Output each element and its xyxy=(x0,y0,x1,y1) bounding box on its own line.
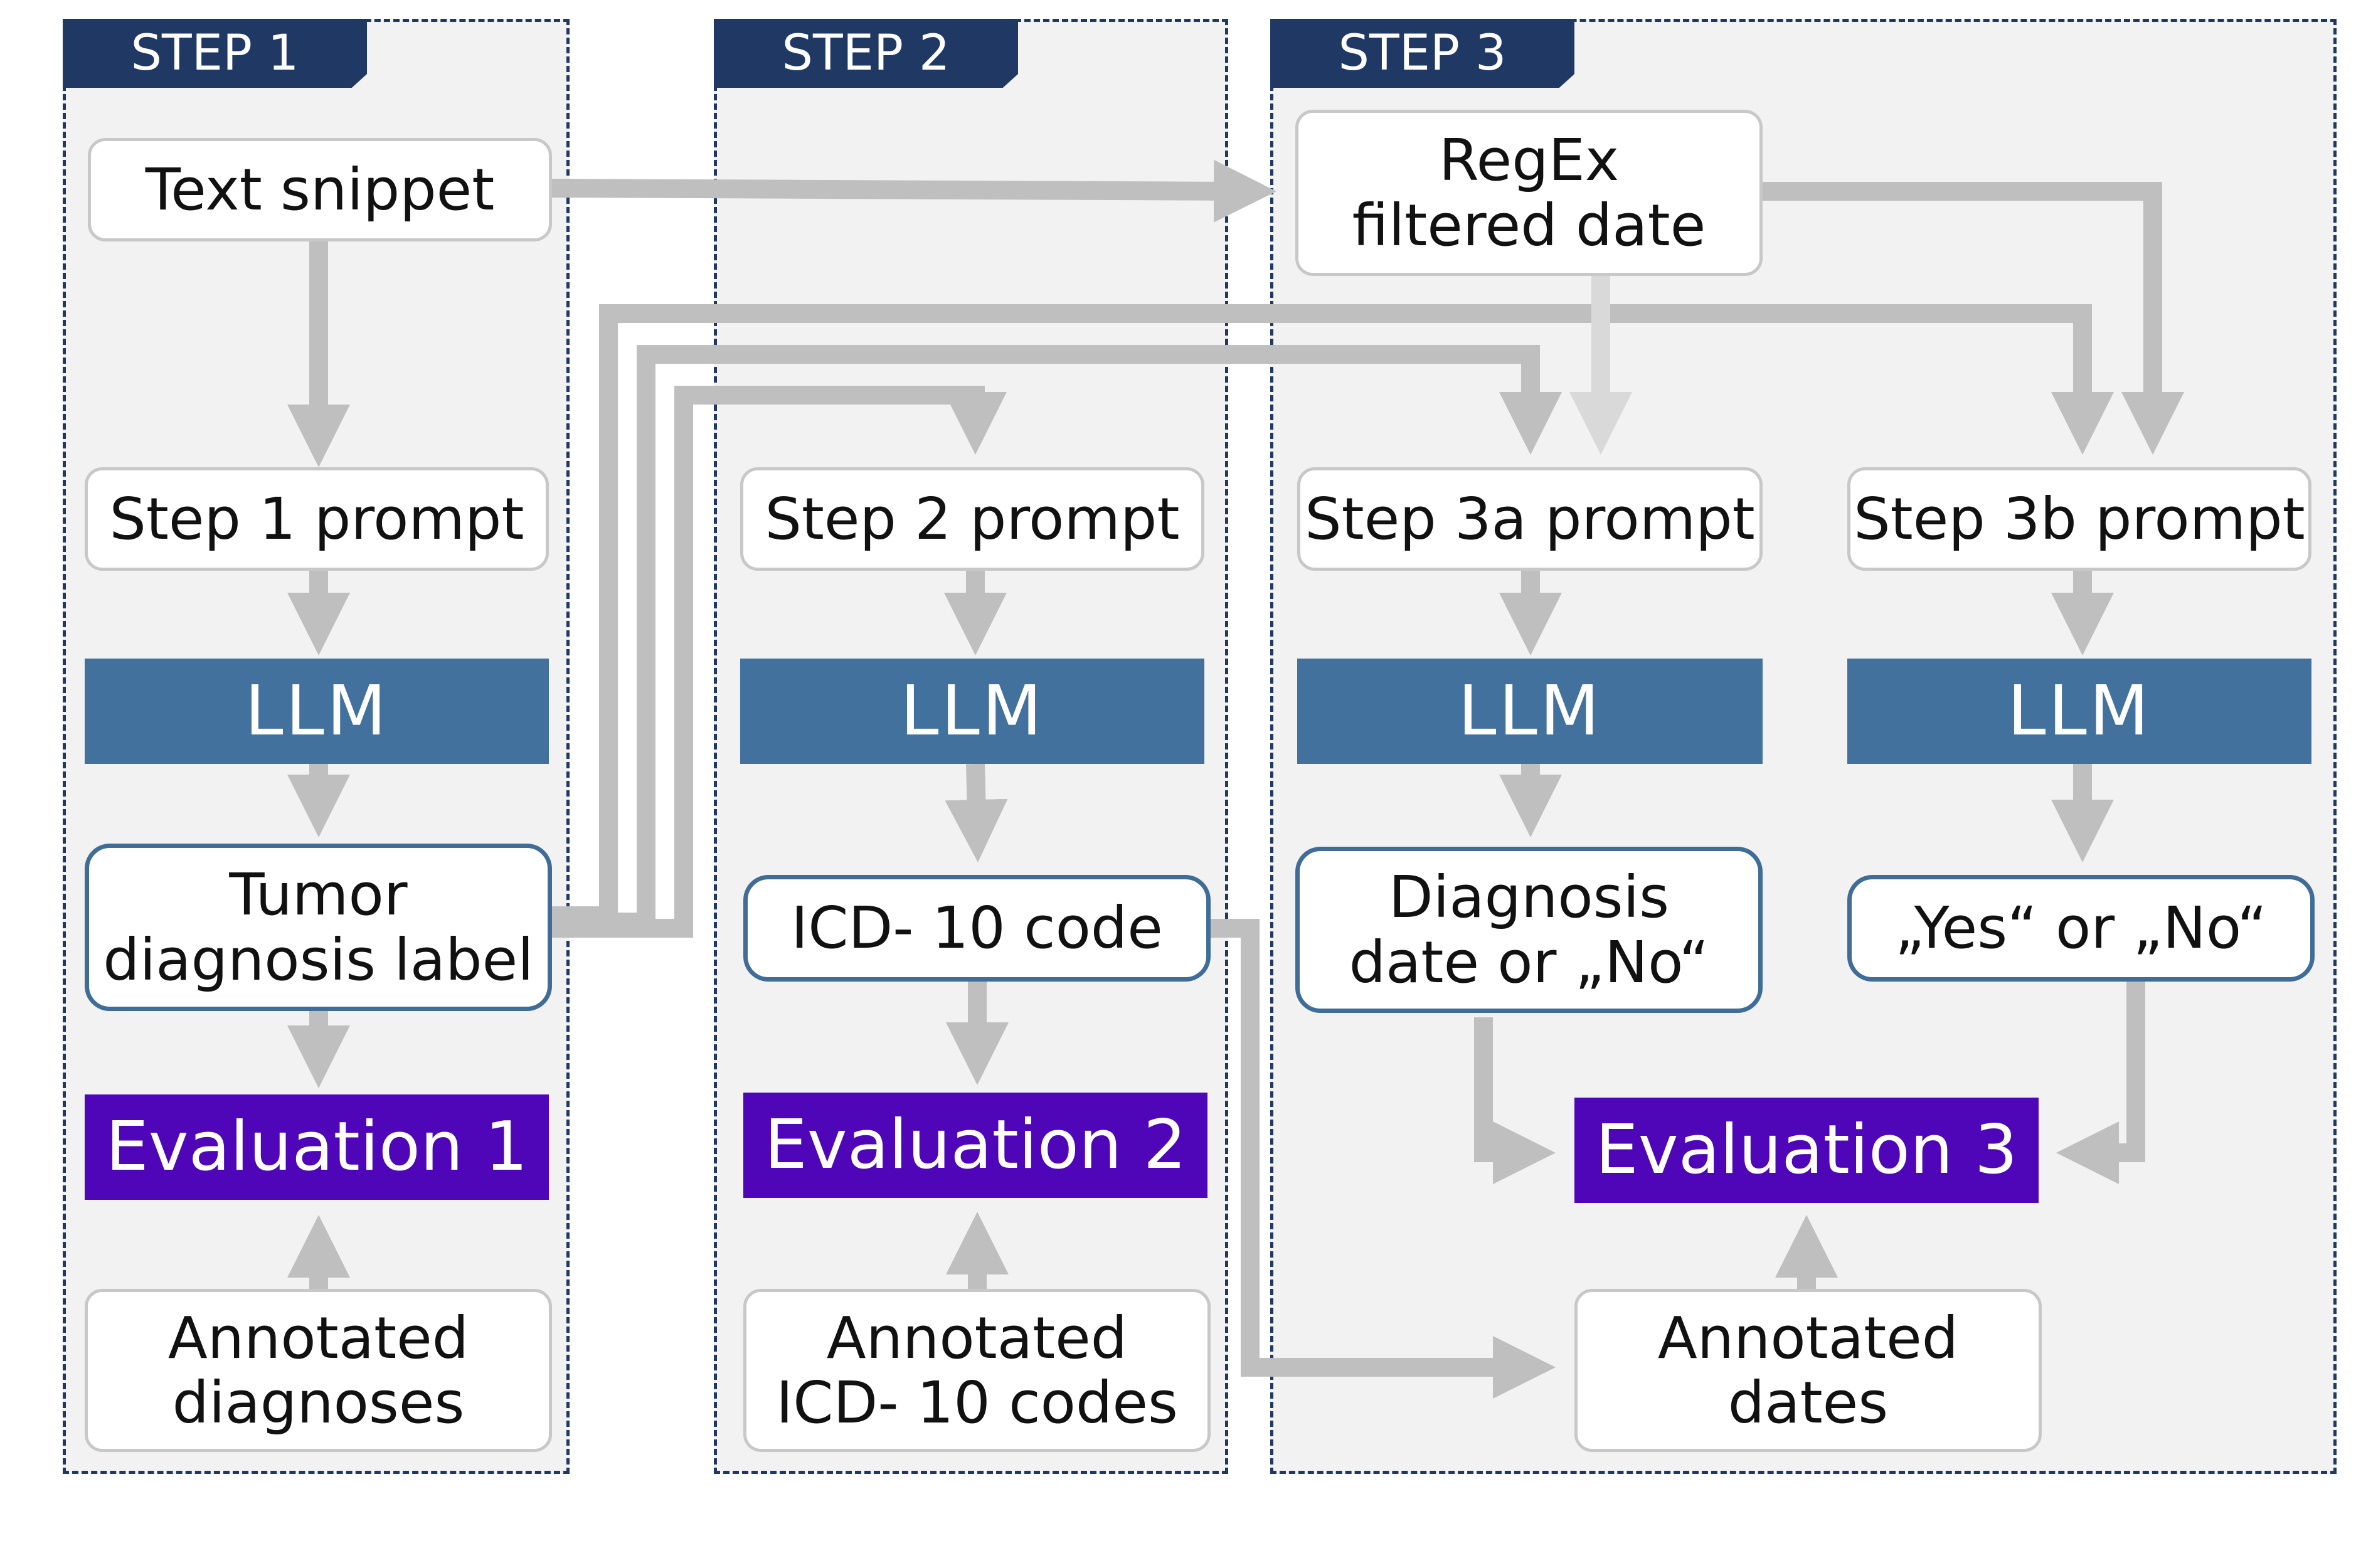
regex-line1: RegEx xyxy=(1438,127,1620,194)
llm-box-step3a: LLM xyxy=(1297,659,1763,764)
evaluation1-box: Evaluation 1 xyxy=(85,1094,549,1200)
llm-box-step1: LLM xyxy=(85,659,549,764)
llm-label-step2: LLM xyxy=(900,670,1044,751)
annotated-icd10-codes-box: Annotated ICD- 10 codes xyxy=(743,1289,1211,1452)
step3b-prompt-box: Step 3b prompt xyxy=(1847,467,2311,571)
evaluation3-label: Evaluation 3 xyxy=(1595,1110,2018,1189)
yes-no-box: „Yes“ or „No“ xyxy=(1847,875,2315,982)
step1-prompt-label: Step 1 prompt xyxy=(109,485,524,553)
llm-label-step3a: LLM xyxy=(1458,670,1602,751)
llm-box-step2: LLM xyxy=(740,659,1204,764)
tumor-label-line1: Tumor xyxy=(229,861,408,929)
annotated-dates-line1: Annotated xyxy=(1657,1304,1959,1372)
step3a-prompt-label: Step 3a prompt xyxy=(1305,485,1755,553)
evaluation3-box: Evaluation 3 xyxy=(1574,1098,2039,1203)
annotated-icd-line1: Annotated xyxy=(826,1304,1128,1372)
evaluation2-box: Evaluation 2 xyxy=(743,1093,1207,1198)
annotated-diagnoses-line1: Annotated xyxy=(167,1304,469,1372)
step2-prompt-box: Step 2 prompt xyxy=(740,467,1204,571)
regex-line2: filtered date xyxy=(1352,191,1706,259)
llm-box-step3b: LLM xyxy=(1847,659,2311,764)
step3-tab: STEP 3 xyxy=(1270,19,1574,88)
step1-tab: STEP 1 xyxy=(63,19,367,88)
diag-date-line2: date or „No“ xyxy=(1349,928,1709,996)
arrow-tumor-to-step3a-prompt xyxy=(552,345,1562,931)
llm-label-step3b: LLM xyxy=(2007,670,2152,751)
diag-date-line1: Diagnosis xyxy=(1388,864,1670,931)
annotated-diagnoses-line2: diagnoses xyxy=(172,1369,465,1436)
arrow-snippet-to-regex xyxy=(551,159,1276,223)
tumor-diagnosis-label-box: Tumor diagnosis label xyxy=(85,844,552,1011)
arrow-yes-no-to-eval3 xyxy=(2056,982,2145,1184)
arrow-diag-date-to-eval3 xyxy=(1474,1017,1556,1184)
evaluation1-label: Evaluation 1 xyxy=(105,1107,528,1186)
regex-filtered-date-box: RegEx filtered date xyxy=(1295,110,1763,276)
arrow-regex-to-step3b-prompt xyxy=(1763,182,2184,455)
annotated-dates-line2: dates xyxy=(1727,1369,1889,1436)
tumor-label-line2: diagnosis label xyxy=(103,926,534,993)
diagnosis-date-box: Diagnosis date or „No“ xyxy=(1295,847,1763,1013)
arrow-icd-to-annotated-dates xyxy=(1211,919,1556,1399)
annotated-icd-line2: ICD- 10 codes xyxy=(776,1369,1178,1436)
step2-tab: STEP 2 xyxy=(714,19,1018,88)
text-snippet-label: Text snippet xyxy=(145,156,495,223)
annotated-diagnoses-box: Annotated diagnoses xyxy=(85,1289,552,1452)
arrow-llm-to-icd xyxy=(945,763,1008,862)
cropped-caption xyxy=(0,1530,2356,1568)
step1-prompt-box: Step 1 prompt xyxy=(85,467,549,571)
icd10-code-label: ICD- 10 code xyxy=(791,894,1163,962)
icd10-code-box: ICD- 10 code xyxy=(743,875,1211,982)
arrow-tumor-to-step3b-prompt xyxy=(552,304,2114,925)
llm-label-step1: LLM xyxy=(245,670,389,751)
step2-prompt-label: Step 2 prompt xyxy=(765,485,1180,553)
step3a-prompt-box: Step 3a prompt xyxy=(1297,467,1763,571)
annotated-dates-box: Annotated dates xyxy=(1574,1289,2042,1452)
evaluation2-label: Evaluation 2 xyxy=(764,1105,1187,1184)
text-snippet-box: Text snippet xyxy=(88,138,552,241)
yes-no-label: „Yes“ or „No“ xyxy=(1894,894,2268,962)
step3b-prompt-label: Step 3b prompt xyxy=(1854,485,2305,553)
